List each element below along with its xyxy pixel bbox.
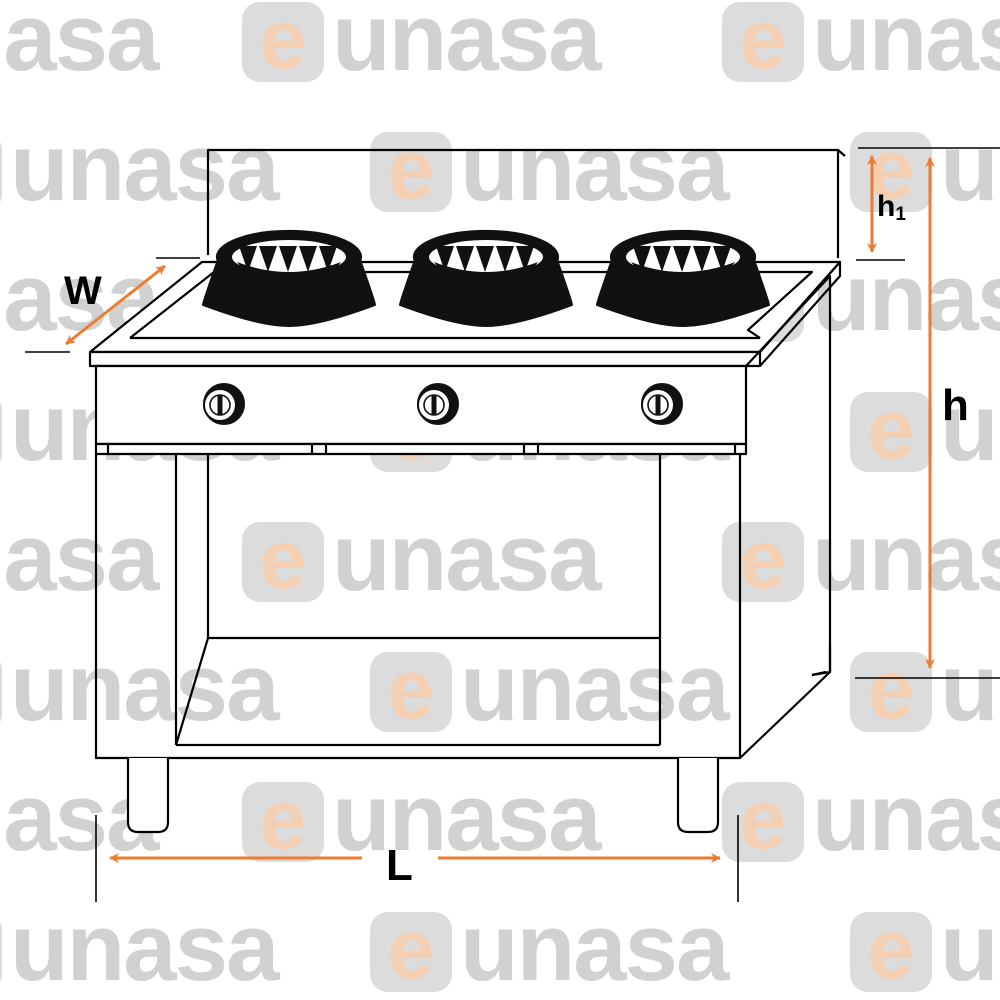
backsplash — [206, 148, 846, 258]
watermark-logo-letter: e — [260, 0, 307, 86]
watermark-logo-letter: e — [260, 772, 307, 866]
watermark-text: unasa — [940, 114, 1000, 221]
watermark-logo-box — [370, 652, 452, 732]
total-height-label: h — [942, 381, 969, 430]
watermark-text: unasa — [940, 894, 1000, 1000]
legs — [126, 758, 720, 834]
watermark-text: unasa — [332, 504, 602, 611]
watermark-logo-letter: e — [868, 382, 915, 476]
dimension-lines: h1 h W L — [25, 147, 1000, 902]
watermark-logo-box — [0, 141, 2, 203]
watermark-logo-box — [0, 661, 2, 723]
watermark-text: unasa — [10, 114, 280, 221]
watermark-logo-letter: e — [388, 902, 435, 996]
watermark-logo-box — [242, 782, 324, 862]
watermark-text: unasa — [940, 634, 1000, 741]
watermark-logo-box — [370, 132, 452, 212]
wok-burner — [596, 229, 770, 327]
watermark-text: unasa — [460, 634, 730, 741]
watermark-logo-box — [242, 2, 324, 82]
control-knob — [417, 383, 459, 425]
watermark-logo-box — [242, 522, 324, 602]
dimension-l: L — [95, 815, 739, 902]
watermark-text: unasa — [10, 634, 280, 741]
watermark-text: unasa — [940, 374, 1000, 481]
watermark-logo-letter: e — [868, 642, 915, 736]
watermark-logo-letter: e — [740, 772, 787, 866]
wok-burner — [202, 229, 376, 327]
width-label: W — [64, 269, 102, 313]
control-knob — [641, 383, 683, 425]
backsplash-height-label: h1 — [877, 190, 906, 225]
watermark-logo-box — [722, 522, 804, 602]
watermark-logo-box — [722, 2, 804, 82]
dimension-h1: h1 — [856, 147, 1000, 261]
burners — [202, 229, 770, 327]
control-knobs — [203, 383, 683, 425]
watermark-logo-box — [0, 921, 2, 983]
watermark-logo-letter: e — [740, 512, 787, 606]
watermark-text: unasa — [0, 504, 160, 611]
watermark-logo-letter: e — [388, 122, 435, 216]
watermark-logo-box — [850, 912, 932, 992]
watermark-logo-box — [850, 392, 932, 472]
watermark-text: unasa — [812, 764, 1000, 871]
watermark-text: unasa — [812, 244, 1000, 351]
watermark-text: unasa — [332, 764, 602, 871]
watermark-logo-letter: e — [260, 512, 307, 606]
control-knob — [203, 383, 245, 425]
watermark-logo-letter: e — [388, 642, 435, 736]
watermark-logo-letter: e — [868, 902, 915, 996]
watermark-text: unasa — [812, 0, 1000, 91]
watermark-text: unasa — [332, 0, 602, 91]
watermark-text: unasa — [0, 0, 160, 91]
length-label: L — [386, 841, 413, 890]
dimension-w: W — [25, 257, 200, 353]
dimension-h: h — [855, 157, 1000, 679]
watermark-text: unasa — [10, 894, 280, 1000]
watermark-text: unasa — [460, 894, 730, 1000]
wok-cooker-drawing — [88, 148, 846, 834]
watermark-logo-box — [850, 652, 932, 732]
watermark-logo-box — [0, 401, 2, 463]
watermark-logo-letter: e — [740, 0, 787, 86]
watermark-text: unasa — [812, 504, 1000, 611]
watermark-text: unasa — [460, 114, 730, 221]
watermark-logo-box — [370, 912, 452, 992]
wok-burner — [399, 229, 573, 327]
watermark-logo-box — [722, 782, 804, 862]
base-cabinet — [94, 274, 832, 760]
